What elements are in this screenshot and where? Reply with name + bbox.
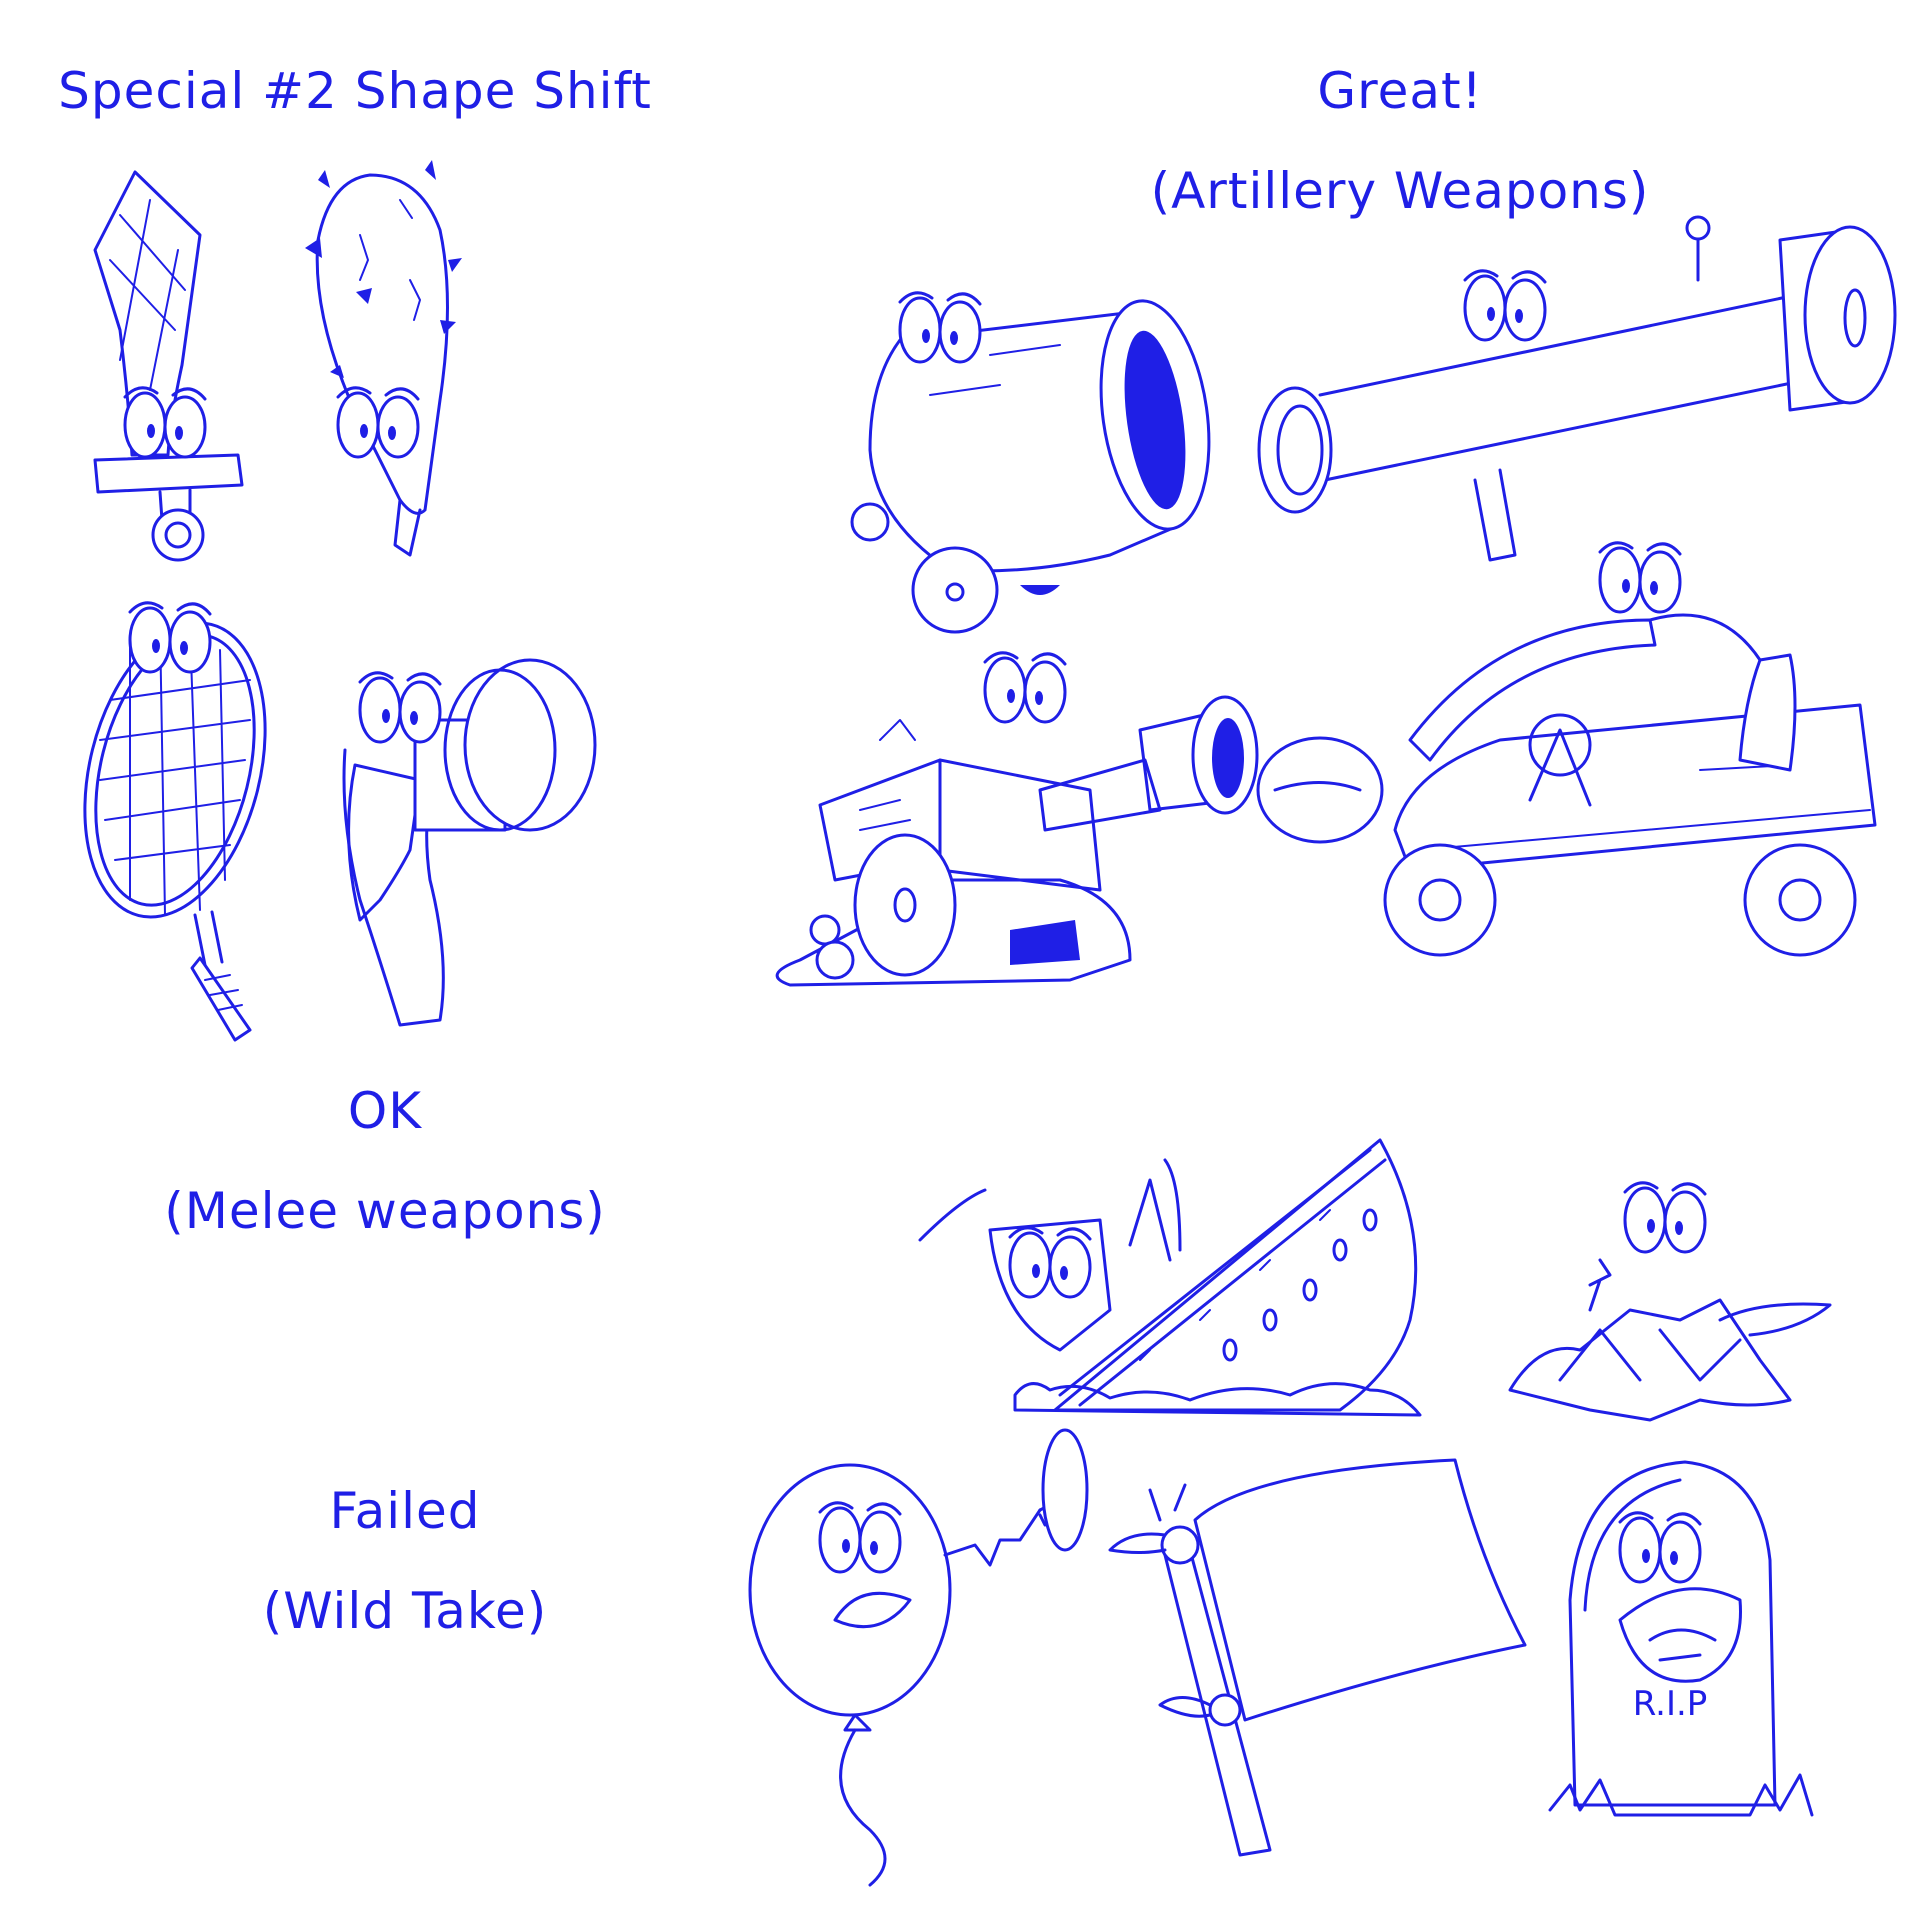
great-heading: Great!	[1317, 62, 1483, 120]
sword-character	[95, 172, 242, 560]
bazooka-character	[1259, 217, 1895, 560]
tank-character	[777, 651, 1257, 985]
ok-heading: OK	[347, 1082, 423, 1140]
great-subheading: (Artillery Weapons)	[1150, 162, 1650, 220]
spiked-club-character	[305, 160, 462, 555]
balloon-character	[750, 1430, 1087, 1885]
failed-subheading: (Wild Take)	[262, 1582, 548, 1640]
cannon-character	[852, 291, 1222, 632]
tombstone-character: R.I.P	[1550, 1462, 1812, 1815]
hammer-axe-character	[344, 660, 595, 1025]
tennis-racket-character	[56, 601, 294, 1040]
sinking-ship-character	[920, 1140, 1420, 1415]
wrecked-pile-character	[1510, 1181, 1830, 1420]
failed-heading: Failed	[329, 1482, 481, 1540]
sheet-title: Special #2 Shape Shift	[58, 62, 652, 120]
white-flag-character	[1110, 1460, 1525, 1855]
catapult-character	[1258, 541, 1875, 955]
tombstone-label: R.I.P	[1633, 1684, 1708, 1724]
ok-subheading: (Melee weapons)	[164, 1182, 606, 1240]
